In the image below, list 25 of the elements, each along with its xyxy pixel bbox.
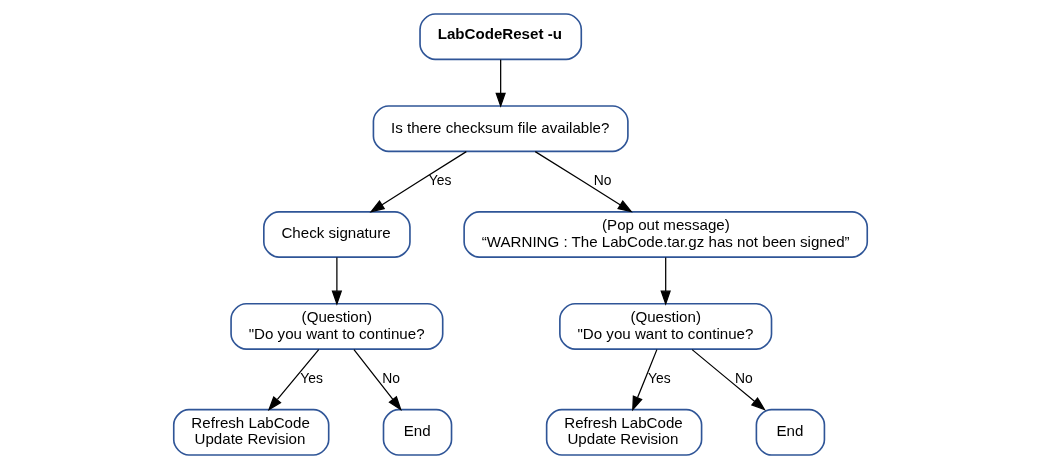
edge-label: No	[381, 369, 400, 386]
node-box: (Pop out message) “WARNING : The LabCode.tar.gz has not been signed”	[462, 210, 868, 258]
node-box: End	[382, 408, 452, 456]
arrow	[691, 348, 766, 411]
node-box: (Question) "Do you want to continue?	[558, 302, 772, 350]
node-box: Is there checksum file available?	[372, 104, 629, 152]
node-box: Refresh LabCode Update Revision	[172, 408, 329, 456]
node-box: Refresh LabCode Update Revision	[545, 408, 702, 456]
arrow	[494, 58, 506, 108]
edge-label: Yes	[647, 369, 671, 386]
arrow	[331, 256, 342, 306]
node-box: LabCodeReset -u	[418, 12, 582, 60]
node-box: End	[755, 408, 825, 456]
arrow	[534, 150, 633, 213]
arrow	[659, 256, 671, 306]
node-box: (Question) "Do you want to continue?	[229, 302, 444, 350]
edge-label: Yes	[299, 369, 323, 386]
edge-label: No	[593, 171, 612, 188]
edge-label: No	[734, 369, 753, 386]
arrow	[631, 348, 657, 411]
arrow	[352, 348, 402, 411]
node-box: Check signature	[262, 210, 411, 258]
arrow	[369, 150, 467, 213]
arrow	[267, 348, 319, 411]
edge-label: Yes	[428, 171, 451, 188]
